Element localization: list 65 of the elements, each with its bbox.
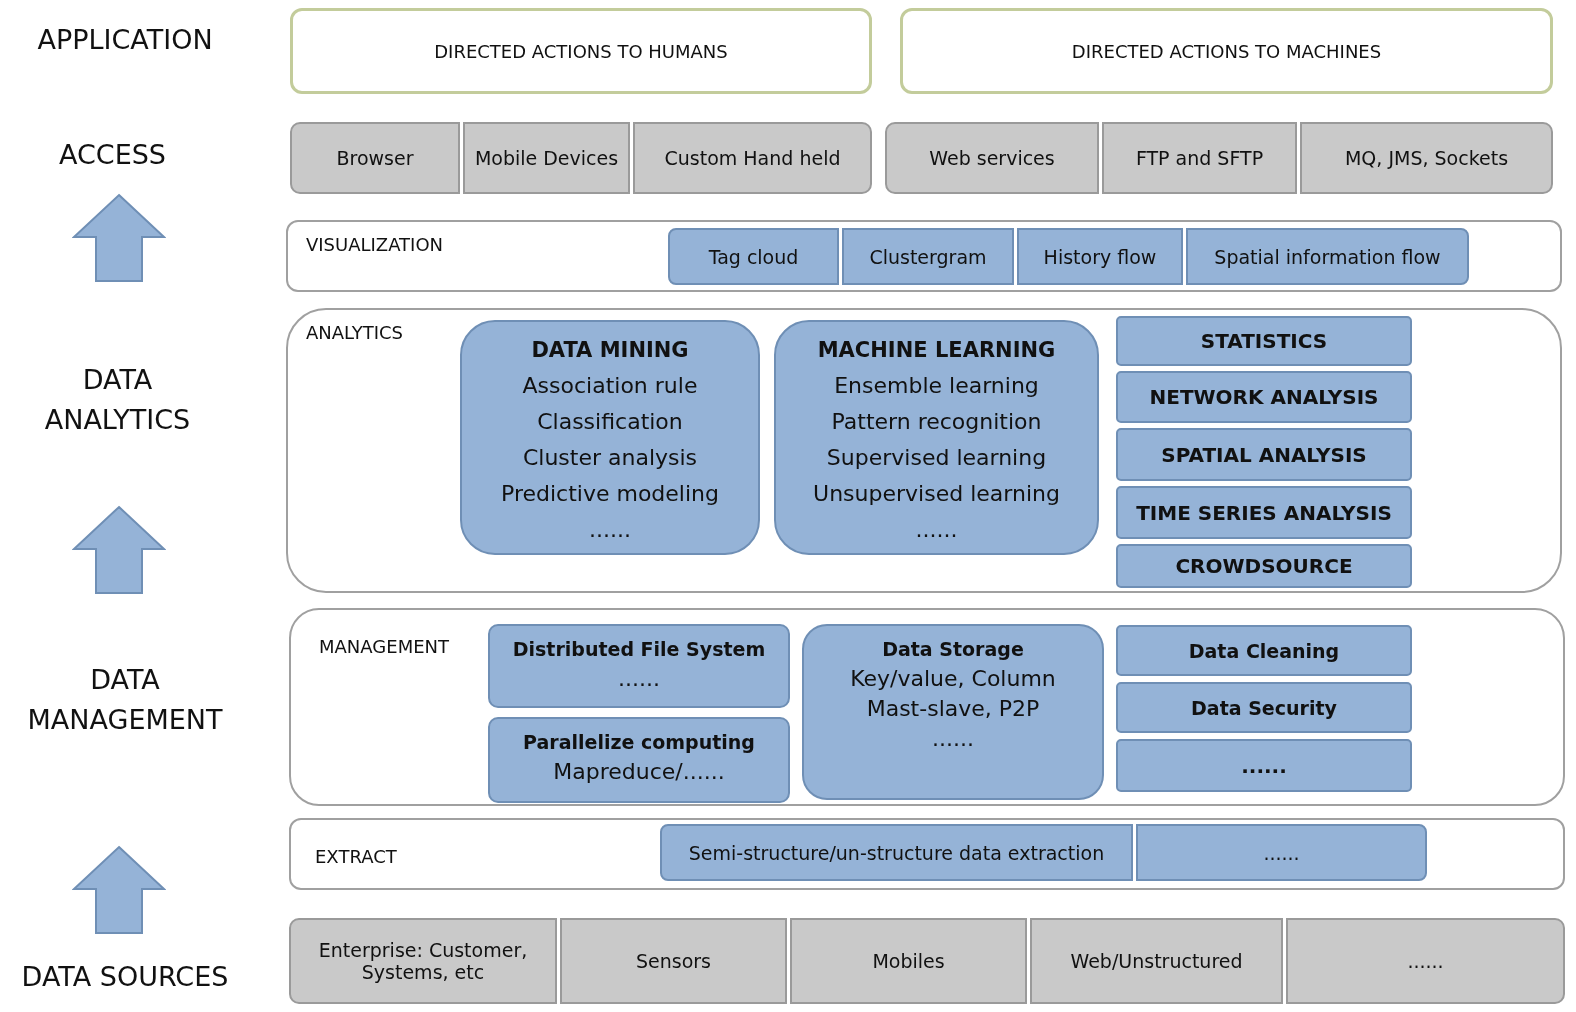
method-box: Spatial information flow [1186,228,1469,285]
source-cell: Web/Unstructured [1030,918,1283,1004]
list-item: Unsupervised learning [813,480,1060,508]
method-box: History flow [1017,228,1183,285]
category-card [774,320,1099,555]
layer-panel [289,608,1565,806]
list-item: Predictive modeling [501,480,719,508]
method-box: Semi-structure/un-structure data extraction [660,824,1133,881]
panel-title: VISUALIZATION [306,234,444,255]
access-cell: MQ, JMS, Sockets [1300,122,1553,194]
layer-label: APPLICATION [36,23,214,57]
layer-panel [289,818,1565,890]
access-cell: FTP and SFTP [1102,122,1297,194]
panel-title: ANALYTICS [306,322,404,343]
list-item: Pattern recognition [831,408,1042,436]
layer-label: DATA SOURCES [20,960,230,994]
layer-panel [286,220,1562,292]
card-heading: Distributed File System [512,637,766,662]
access-cell: Web services [885,122,1099,194]
list-item: Mast-slave, P2P [866,695,1040,723]
layer-label: DATA MANAGEMENT [26,663,224,737]
method-box: ...... [1116,739,1412,792]
source-cell: Mobiles [790,918,1027,1004]
panel-title: EXTRACT [315,846,397,867]
method-box: TIME SERIES ANALYSIS [1116,486,1412,539]
list-item: Mapreduce/...... [553,758,725,786]
method-box: Data Security [1116,682,1412,733]
panel-title: MANAGEMENT [319,636,449,657]
list-item: ...... [915,516,958,544]
source-cell: ...... [1286,918,1565,1004]
source-cell: Enterprise: Customer, Systems, etc [289,918,557,1004]
action-box: DIRECTED ACTIONS TO MACHINES [900,8,1553,94]
list-item: Cluster analysis [522,444,698,472]
method-box: SPATIAL ANALYSIS [1116,428,1412,481]
list-item: Supervised learning [826,444,1047,472]
category-card [460,320,760,555]
layer-label: ACCESS [57,138,167,172]
card-heading: Parallelize computing [523,730,755,755]
method-card [488,624,790,708]
action-box: DIRECTED ACTIONS TO HUMANS [290,8,872,94]
method-box: STATISTICS [1116,316,1412,366]
method-box: Data Cleaning [1116,625,1412,676]
method-box: NETWORK ANALYSIS [1116,371,1412,423]
list-item: Key/value, Column [850,665,1056,693]
list-item: Ensemble learning [834,372,1039,400]
method-box: ...... [1136,824,1427,881]
list-item: ...... [589,516,631,544]
list-item: ...... [932,725,974,753]
layer-label: DATA ANALYTICS [43,363,192,437]
list-item: ...... [618,665,660,693]
method-card [802,624,1104,800]
method-box: Clustergram [842,228,1014,285]
card-heading: DATA MINING [531,337,689,364]
method-box: Tag cloud [668,228,839,285]
card-heading: MACHINE LEARNING [817,337,1056,364]
list-item: Association rule [522,372,698,400]
layer-panel [286,308,1562,593]
list-item: Classification [537,408,683,436]
card-heading: Data Storage [882,637,1024,662]
method-card [488,717,790,803]
source-cell: Sensors [560,918,787,1004]
access-cell: Custom Hand held [633,122,872,194]
access-cell: Browser [290,122,460,194]
access-cell: Mobile Devices [463,122,630,194]
method-box: CROWDSOURCE [1116,544,1412,588]
